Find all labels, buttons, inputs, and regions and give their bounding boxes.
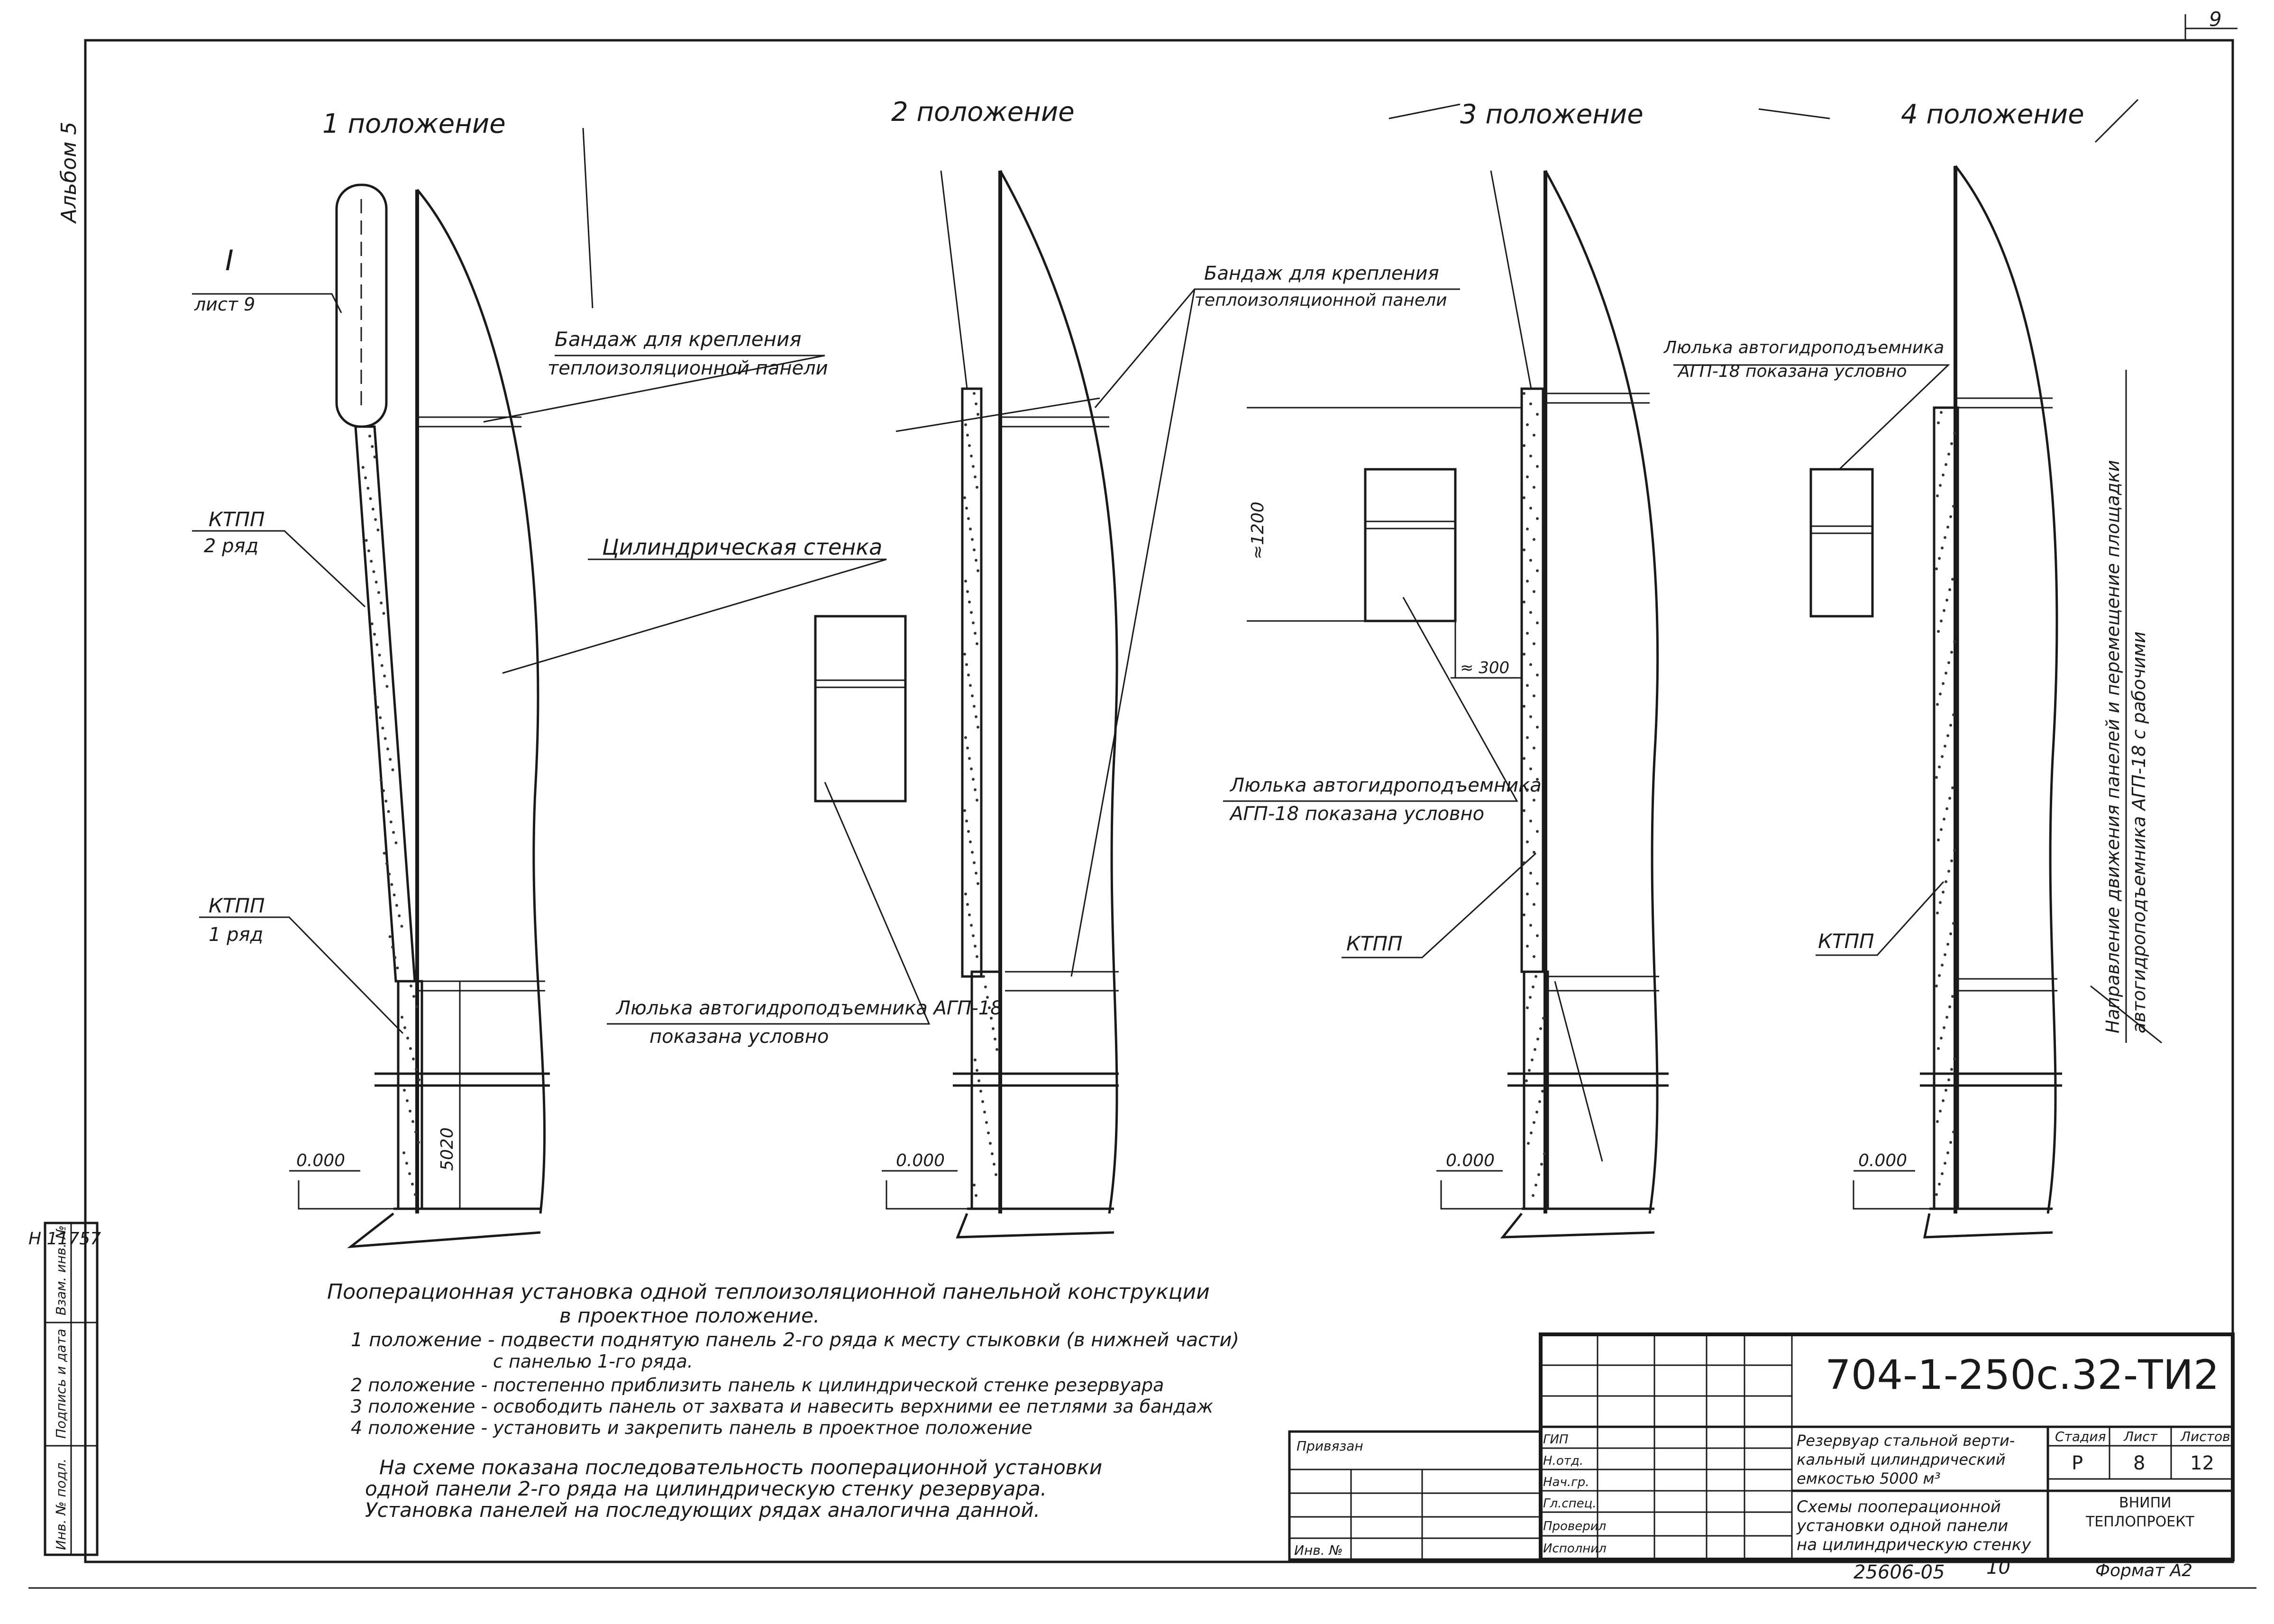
margin-note: Альбом 5 <box>57 122 81 224</box>
sheet-frame <box>28 14 2256 1589</box>
copy-no: 10 <box>1986 1557 2010 1578</box>
summary-line-1: На схеме показана последовательность поо… <box>379 1456 1102 1479</box>
role-head-group: Нач.гр. <box>1543 1475 1589 1489</box>
object-name-3: емкостью 5000 м³ <box>1797 1469 1941 1487</box>
sheets-value: 12 <box>2190 1452 2214 1474</box>
summary-line-3: Установка панелей на последующих рядах а… <box>365 1498 1040 1522</box>
bandage-label-2: теплоизоляционной панели <box>548 357 828 379</box>
summary-line-2: одной панели 2-го ряда на цилиндрическую… <box>365 1477 1047 1500</box>
sheet-label: Лист <box>2123 1429 2158 1444</box>
position-1-title: 1 положение <box>322 109 506 139</box>
notes-block: Пооперационная установка одной теплоизол… <box>327 1280 1239 1522</box>
cradle-label-2: показана условно <box>649 1026 829 1048</box>
format-label: Формат А2 <box>2095 1561 2192 1580</box>
position-4-scheme <box>1673 99 2162 1239</box>
position-2-title: 2 положение <box>891 97 1075 128</box>
ktpp-row2-label-1: КТПП <box>209 508 265 531</box>
cradle-label-1: Люлька автогидроподъемника АГП-18 <box>615 997 1003 1019</box>
object-name-1: Резервуар стальной верти- <box>1797 1432 2015 1450</box>
level-4: 0.000 <box>1858 1151 1907 1170</box>
org-name-1: ВНИПИ <box>2119 1495 2172 1511</box>
vertical-note-2: автогидроподъемника АГП-18 с рабочими <box>2128 631 2149 1033</box>
applied-label: Привязан <box>1297 1438 1363 1454</box>
stamp-label-inv: Инв. № подл. <box>53 1459 69 1550</box>
stamp-label-replaced: Взам. инв. № <box>53 1225 69 1315</box>
corner-mark: 9 <box>2209 8 2222 31</box>
ktpp-label-4: КТПП <box>1818 930 1874 953</box>
stage-value: Р <box>2072 1452 2083 1474</box>
dim-5020: 5020 <box>438 1127 457 1171</box>
role-checked: Проверил <box>1543 1519 1606 1533</box>
note-line-4: с панелью 1-го ряда. <box>493 1351 693 1372</box>
cradle3-label-1: Люлька автогидроподъемника <box>1229 775 1542 796</box>
note-line-1: Пооперационная установка одной теплоизол… <box>327 1280 1210 1304</box>
ktpp-row1-label-2: 1 ряд <box>209 924 263 946</box>
org-name-2: ТЕПЛОПРОЕКТ <box>2085 1514 2195 1530</box>
position-4-title: 4 положение <box>1901 99 2084 130</box>
vertical-note-1: Направление движения панелей и перемещен… <box>2102 460 2123 1033</box>
panel-fill-dots <box>361 392 1956 1197</box>
dim-300: ≈ 300 <box>1460 658 1509 677</box>
sheet-title-3: на цилиндрическую стенку <box>1797 1535 2031 1554</box>
inv-label: Инв. № <box>1294 1542 1343 1558</box>
sheet-value: 8 <box>2133 1452 2145 1474</box>
level-1: 0.000 <box>296 1151 345 1170</box>
level-2: 0.000 <box>896 1151 945 1170</box>
position-3-scheme <box>1223 103 1669 1239</box>
level-3: 0.000 <box>1446 1151 1495 1170</box>
inventory-no: Н 11757 <box>28 1229 101 1249</box>
sheet-title-1: Схемы пооперационной <box>1797 1497 2001 1516</box>
order-no: 25606-05 <box>1854 1561 1945 1583</box>
cylinder-wall-label: Цилиндрическая стенка <box>602 534 882 560</box>
detail-ref-sheet: лист 9 <box>194 294 255 315</box>
note-line-7: 4 положение - установить и закрепить пан… <box>351 1417 1032 1438</box>
stage-label: Стадия <box>2055 1429 2106 1444</box>
cradle4-label-1: Люлька автогидроподъемника <box>1663 338 1944 357</box>
note-line-6: 3 положение - освободить панель от захва… <box>351 1396 1213 1417</box>
cradle-position-1 <box>607 615 931 1025</box>
bandage2-label-2: теплоизоляционной панели <box>1195 291 1447 310</box>
stamp-label-sign: Подпись и дата <box>53 1329 69 1439</box>
note-line-5: 2 положение - постепенно приблизить пане… <box>351 1375 1164 1396</box>
cradle4-label-2: АГП-18 показана условно <box>1677 362 1907 381</box>
cradle3-label-2: АГП-18 показана условно <box>1229 803 1484 825</box>
position-2-scheme <box>882 170 1460 1239</box>
detail-ref-num: I <box>225 244 234 277</box>
ktpp-row1-label-1: КТПП <box>209 894 265 917</box>
ktpp-row2-label-2: 2 ряд <box>204 535 258 557</box>
bandage2-label-1: Бандаж для крепления <box>1204 263 1439 284</box>
position-3-title: 3 положение <box>1460 99 1644 130</box>
side-stamp <box>44 1222 99 1556</box>
position-1-scheme <box>192 128 887 1249</box>
note-line-3: 1 положение - подвести поднятую панель 2… <box>351 1329 1239 1351</box>
sheet-title-2: установки одной панели <box>1796 1516 2008 1535</box>
object-name-2: кальный цилиндрический <box>1797 1451 2006 1469</box>
doc-code: 704-1-250с.32-ТИ2 <box>1825 1351 2219 1399</box>
role-gip: ГИП <box>1543 1432 1569 1447</box>
role-head-dept: Н.отд. <box>1543 1454 1583 1468</box>
title-block <box>1288 1332 2235 1561</box>
role-executed: Исполнил <box>1543 1542 1607 1556</box>
sheets-label: Листов <box>2180 1429 2230 1444</box>
ktpp-label-3: КТПП <box>1346 932 1403 955</box>
bandage-label-1: Бандаж для крепления <box>555 328 802 351</box>
note-line-2: в проектное положение. <box>559 1304 820 1327</box>
role-chief-spec: Гл.спец. <box>1543 1496 1597 1511</box>
dim-1200: ≈1200 <box>1248 502 1268 559</box>
